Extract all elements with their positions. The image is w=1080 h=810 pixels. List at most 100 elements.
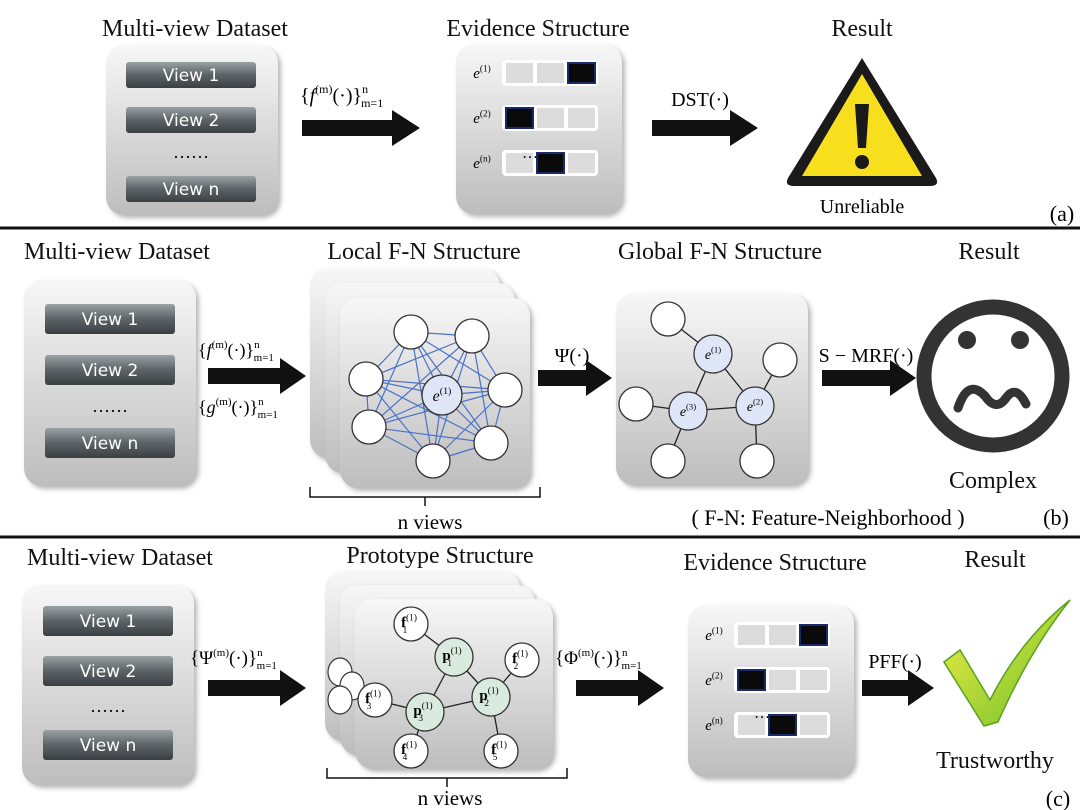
global-fn-box (616, 293, 808, 485)
panel-b-result-title: Result (958, 239, 1020, 265)
arrow-b1 (208, 358, 306, 394)
proto-back-node (327, 685, 353, 715)
local-node (454, 318, 490, 354)
panel-c-result-title: Result (964, 547, 1026, 573)
local-node (393, 314, 429, 350)
view-2-button-c (43, 656, 173, 686)
evidence-cell (505, 107, 534, 129)
view-n-label: View n (163, 180, 220, 200)
svg-text:{f(m)(·)}nm=1: {f(m)(·)}nm=1 (300, 82, 383, 110)
global-outer-node (650, 443, 686, 479)
evidence-row: e(1) (705, 622, 830, 648)
feature-node-label: f(1)1 (401, 612, 417, 636)
global-outer-node (739, 443, 775, 479)
smrf-label: S − MRF(·) (819, 345, 914, 367)
view-1-button-c (43, 606, 173, 636)
evidence-cell (769, 670, 796, 690)
views-ellipsis-b: …… (92, 396, 128, 416)
panel-a-result-title: Result (831, 16, 893, 42)
local-edge (368, 426, 492, 444)
checkmark-icon (942, 599, 1071, 727)
feature-node-label: f(1)5 (491, 739, 507, 763)
arrow-a1 (302, 110, 420, 146)
feature-node (504, 642, 540, 678)
prototype-node-label: p(1)1 (442, 645, 461, 669)
panel-c-dataset-title: Multi-view Dataset (27, 545, 213, 571)
global-node-label: e(1) (705, 345, 721, 363)
view-1-label-c: View 1 (80, 612, 137, 632)
view-n-label-c: View n (80, 736, 137, 756)
global-node-label: e(2) (747, 397, 763, 415)
prototype-node (434, 637, 474, 677)
global-node-label: e(3) (680, 402, 696, 420)
evidence-row: e(1) (473, 60, 598, 86)
evidence-cell (537, 63, 564, 83)
evidence-rows-c: e(1)e(2)e(n) (705, 622, 830, 738)
feature-node (393, 606, 429, 642)
view-n-label-b: View n (82, 434, 139, 454)
panel-b: Multi-view Dataset View 1 View 2 …… View… (24, 239, 1070, 534)
view-2-label-c: View 2 (80, 662, 137, 682)
evidence-cell (536, 152, 565, 174)
evidence-label: e(1) (473, 63, 491, 82)
warning-icon (786, 58, 938, 186)
evidence-cell (738, 625, 765, 645)
view-2-button (126, 107, 256, 133)
global-outer-node (618, 386, 654, 422)
view-1-button-b (45, 304, 175, 334)
svg-text:{Φ(m)(·)}nm=1: {Φ(m)(·)}nm=1 (555, 647, 642, 672)
global-outer-node (650, 301, 686, 337)
evidence-cell (769, 625, 796, 645)
local-fn-title: Local F-N Structure (327, 239, 520, 265)
evidence-cell (768, 714, 797, 736)
panel-a-evidence-title: Evidence Structure (446, 16, 629, 42)
view-1-label-b: View 1 (82, 310, 139, 330)
evidence-cell (800, 715, 827, 735)
evidence-cell (537, 108, 564, 128)
local-center-label: e(1) (433, 386, 452, 405)
view-2-button-b (45, 355, 175, 385)
feature-node (393, 733, 429, 769)
view-2-label-b: View 2 (82, 361, 139, 381)
panel-c: Multi-view Dataset View 1 View 2 …… View… (22, 543, 1071, 810)
evidence-cell (506, 153, 533, 173)
svg-text:{Ψ(m)(·)}nm=1: {Ψ(m)(·)}nm=1 (190, 647, 277, 672)
panel-tag-a: (a) (1050, 201, 1074, 226)
local-node (473, 425, 509, 461)
local-caption: n views (398, 510, 463, 534)
feature-node (357, 682, 393, 718)
evidence-cell (737, 669, 766, 691)
view-n-button-c (43, 730, 173, 760)
evidence-label: e(n) (473, 153, 491, 172)
feature-node (483, 733, 519, 769)
global-outer-node (762, 342, 798, 378)
proto-caption: n views (418, 786, 483, 810)
panel-c-evidence-title: Evidence Structure (683, 550, 866, 576)
local-edge (365, 335, 473, 380)
local-center-node (421, 374, 463, 416)
view-2-label: View 2 (163, 111, 220, 131)
dst-label: DST(·) (671, 89, 729, 111)
result-complex: Complex (949, 468, 1037, 494)
evidence-label: e(2) (705, 670, 723, 689)
prototype-node (405, 692, 445, 732)
views-ellipsis-c: …… (90, 696, 126, 716)
global-evidence-node (693, 334, 733, 374)
result-trustworthy: Trustworthy (936, 748, 1054, 774)
feature-node-label: f(1)4 (401, 739, 417, 763)
evidence-ellipsis-a: …… (522, 145, 554, 162)
prototype-node-label: p(1)3 (413, 700, 432, 724)
evidence-cell (567, 62, 596, 84)
panel-a-dataset-title: Multi-view Dataset (102, 16, 288, 42)
evidence-label: e(1) (705, 625, 723, 644)
arrow-c3 (862, 670, 934, 706)
evidence-cell (506, 63, 533, 83)
fn-footnote: ( F-N: Feature-Neighborhood ) (691, 505, 964, 530)
view-1-button (126, 62, 256, 88)
evidence-cell (568, 108, 595, 128)
proto-layer-1 (355, 599, 553, 769)
